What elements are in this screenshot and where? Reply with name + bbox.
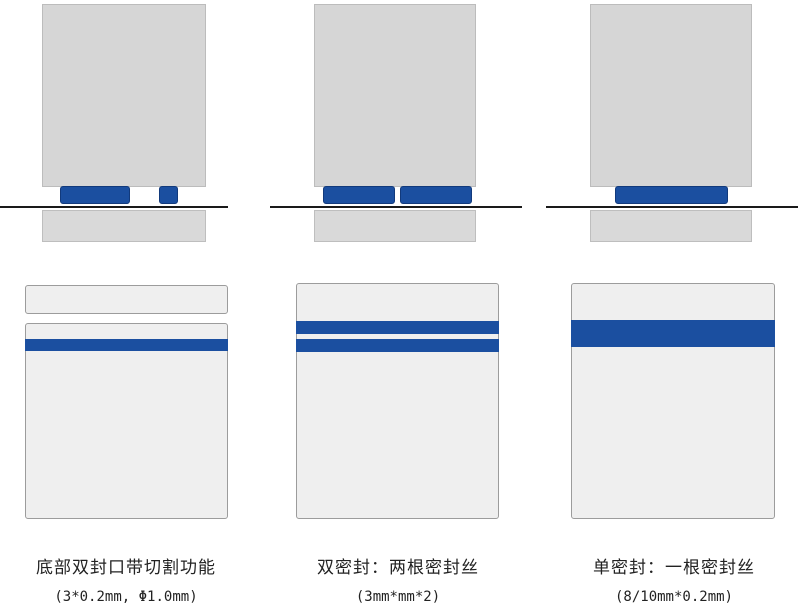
bag-body (296, 283, 499, 519)
panel-spec: (3mm*mm*2) (355, 589, 441, 605)
seal-line (25, 339, 228, 351)
bag-body (25, 323, 228, 519)
film-line (546, 206, 798, 208)
bag-cutoff-strip (25, 285, 228, 314)
bag-body (571, 283, 775, 519)
seal-wire-wide (615, 186, 728, 204)
sealing-head-upper (42, 4, 206, 187)
sealing-head-upper (590, 4, 752, 187)
panel-title: 单密封：一根密封丝 (593, 558, 755, 578)
film-line (0, 206, 228, 208)
seal-wire-flat (60, 186, 130, 204)
panel-title: 双密封：两根密封丝 (317, 558, 479, 578)
panel-spec: (8/10mm*0.2mm) (614, 589, 733, 605)
seal-wire-right (400, 186, 472, 204)
cut-wire-round (159, 186, 178, 204)
sealing-head-upper (314, 4, 476, 187)
seal-band-wide (571, 320, 775, 347)
seal-line-upper (296, 321, 499, 334)
panel-spec: (3*0.2mm, Φ1.0mm) (54, 589, 198, 605)
seal-wire-left (323, 186, 395, 204)
sealing-anvil-lower (590, 210, 752, 242)
sealing-anvil-lower (314, 210, 476, 242)
panel-title: 底部双封口带切割功能 (36, 558, 216, 578)
film-line (270, 206, 522, 208)
sealing-anvil-lower (42, 210, 206, 242)
seal-line-lower (296, 339, 499, 352)
